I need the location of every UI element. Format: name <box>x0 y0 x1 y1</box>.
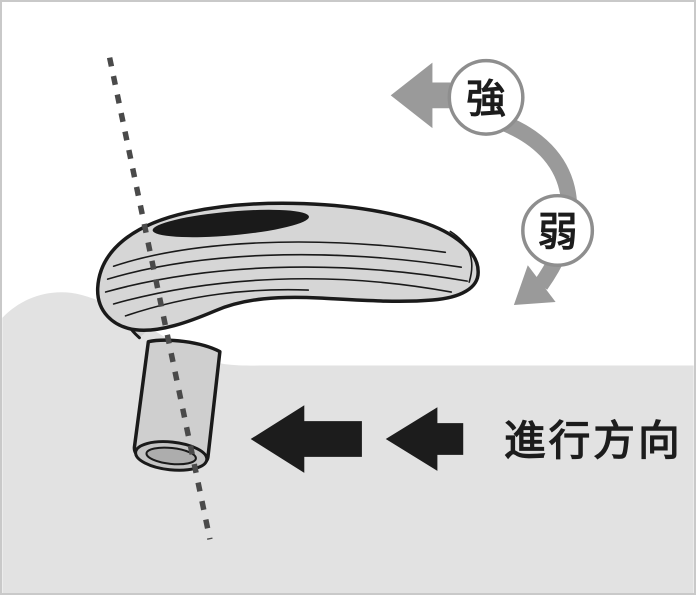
strong-label: 強 <box>466 76 506 122</box>
direction-arrow-icon-1 <box>250 405 362 473</box>
center-axis-dashed-line <box>106 57 213 540</box>
direction-label: 進行方向 <box>504 416 683 465</box>
device-handle <box>95 201 480 333</box>
handle-contour-lines <box>104 230 473 317</box>
travel-direction-group: 進行方向 <box>250 405 683 473</box>
weak-badge: 弱 <box>521 193 595 267</box>
strong-badge: 強 <box>447 58 525 136</box>
weak-label: 弱 <box>538 209 578 255</box>
strong-circle <box>447 58 525 136</box>
shaft-bottom-hole <box>145 446 197 466</box>
rotation-indicator: 強 弱 <box>390 58 595 305</box>
strong-left-arrow-icon <box>390 62 451 129</box>
handle-top-inset <box>152 209 309 238</box>
weak-circle <box>521 193 595 267</box>
direction-arrow-icon-2 <box>385 407 464 471</box>
curved-arrowhead-icon <box>513 265 556 305</box>
device-shaft <box>125 307 222 472</box>
